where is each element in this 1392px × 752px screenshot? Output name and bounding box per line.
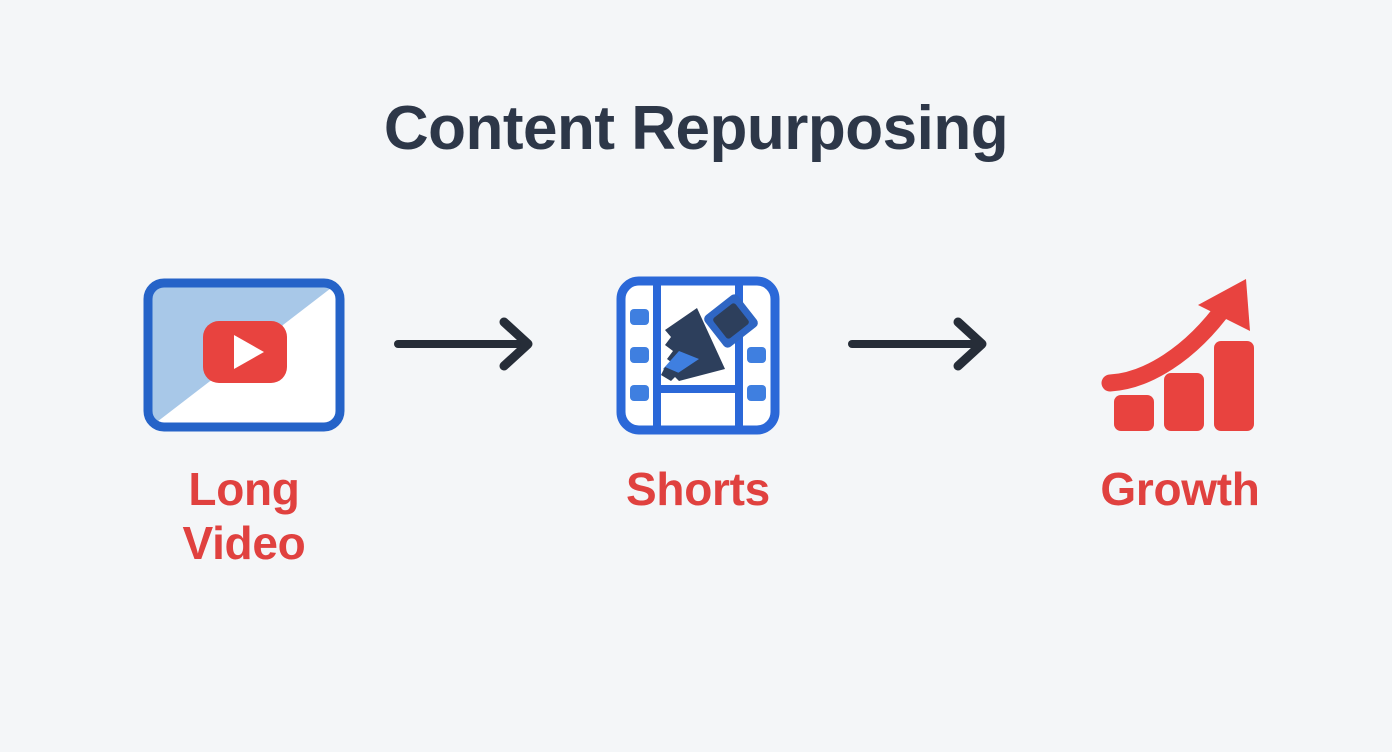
video-player-icon [143, 278, 345, 432]
growth-chart-icon-wrap [1098, 270, 1263, 440]
film-strip-cut-icon [616, 276, 780, 434]
growth-chart-icon [1101, 278, 1254, 431]
flow-arrow-2 [846, 314, 1006, 374]
flow-step-label-growth: Growth [1100, 463, 1260, 515]
film-strip-cut-icon-wrap [613, 270, 783, 440]
flow-diagram: Long Video [0, 270, 1392, 610]
flow-step-label-long-video: Long Video [182, 463, 306, 570]
flow-step-long-video[interactable]: Long Video [94, 270, 394, 610]
flow-arrow-1 [392, 314, 552, 374]
flow-step-shorts[interactable]: Shorts [548, 270, 848, 610]
video-player-icon-wrap [140, 270, 348, 440]
arrow-right-icon [848, 317, 987, 371]
flow-step-label-shorts: Shorts [626, 463, 770, 515]
flow-step-growth[interactable]: Growth [1030, 270, 1330, 610]
arrow-right-icon [394, 317, 533, 371]
page-title: Content Repurposing [383, 94, 1009, 163]
